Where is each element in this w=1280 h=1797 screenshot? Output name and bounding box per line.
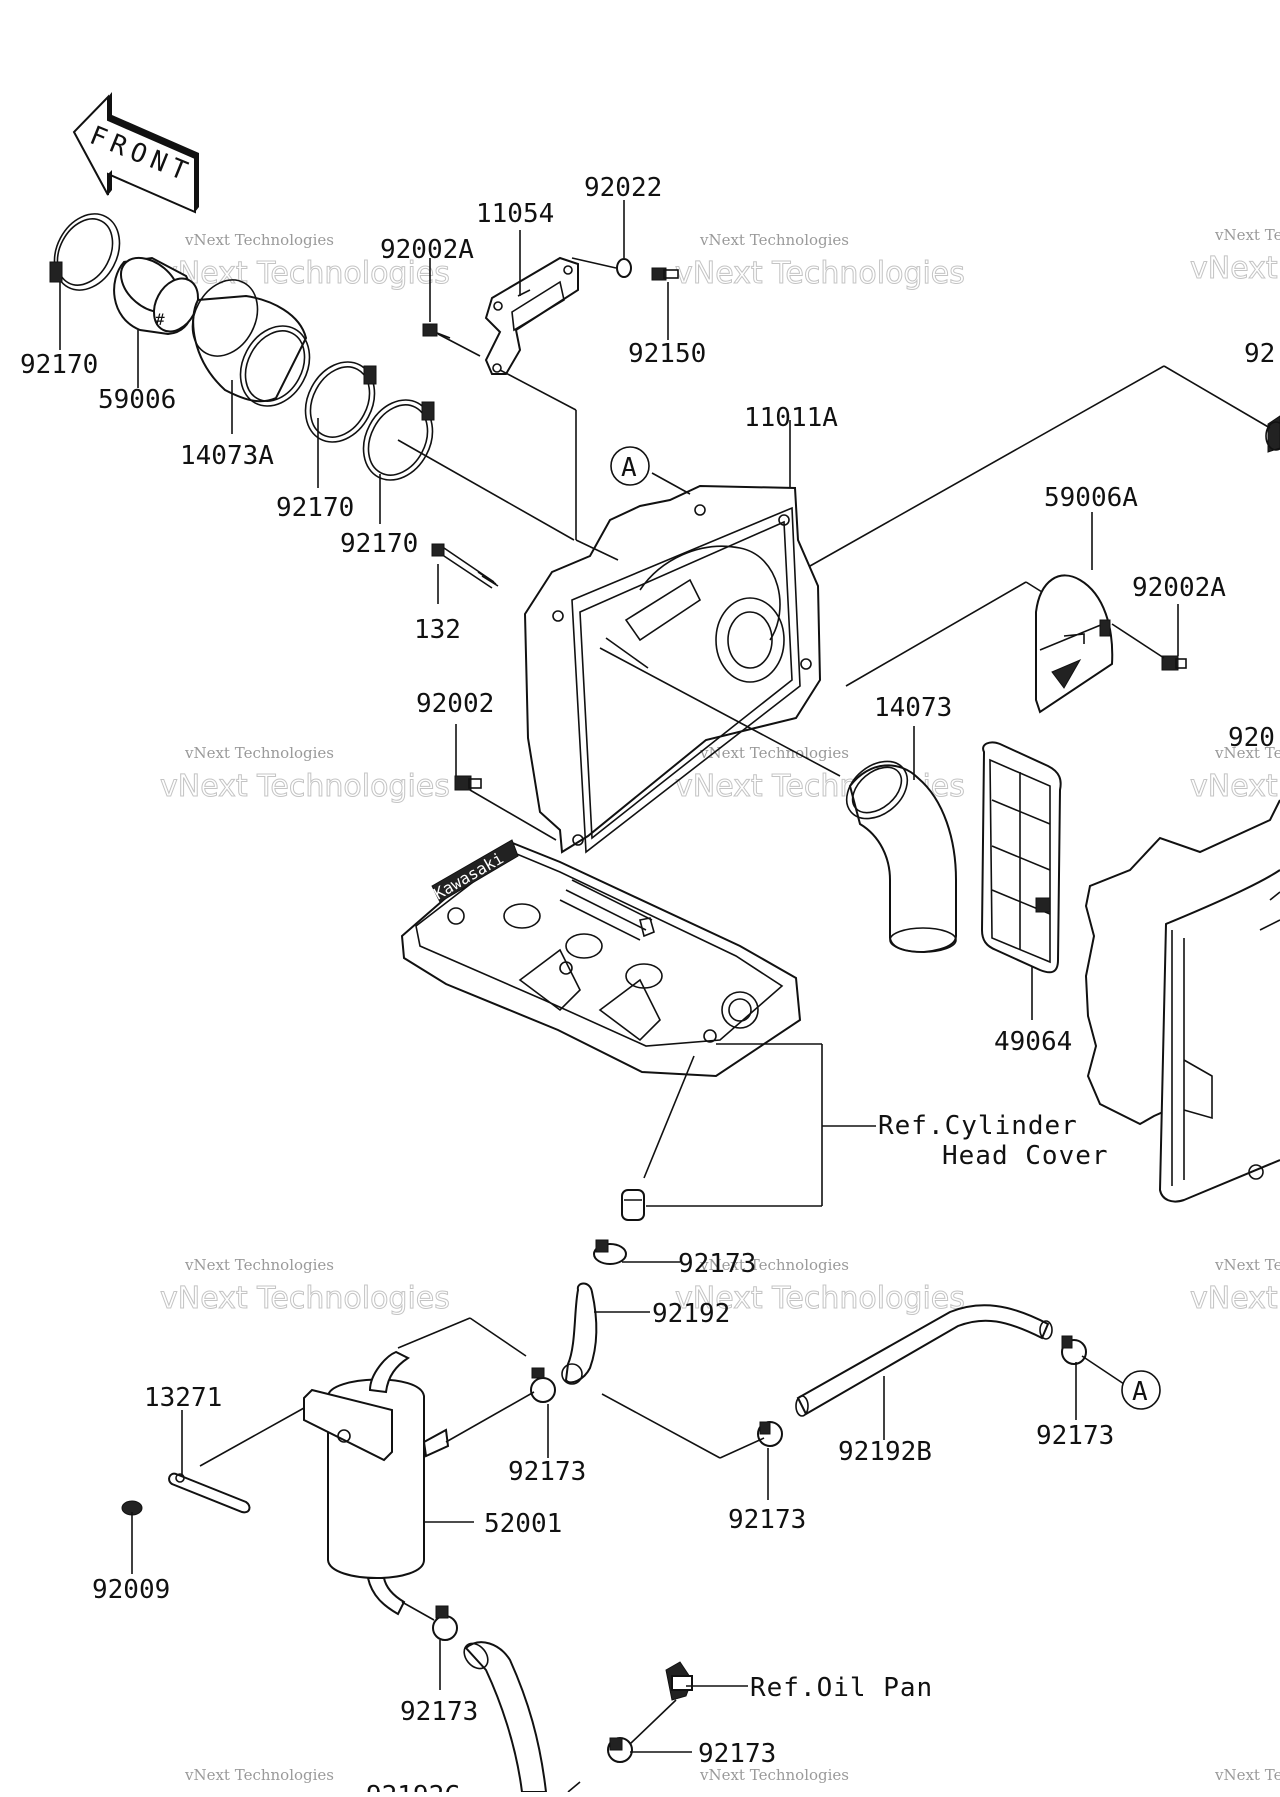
cylinder-head-cover: Kawasaki (400, 839, 802, 1078)
clamp-92170-b (304, 361, 377, 443)
bracket-11054 (484, 256, 579, 375)
part-number-14073A: 14073A (180, 441, 274, 471)
watermark-text: vNext Technologies (1214, 226, 1280, 244)
watermark-text: vNext Technologies (675, 256, 965, 291)
watermark-text: vNext Technologies (184, 1766, 334, 1784)
watermark-text: vNext Technologies (1214, 1256, 1280, 1274)
part-number-92173: 92173 (400, 1697, 478, 1727)
screw-92009 (121, 1500, 143, 1524)
clamp-partial-right (1265, 415, 1280, 453)
ref-cylinder-line2: Head Cover (942, 1141, 1109, 1171)
watermark-text: vNext Technologies (699, 231, 849, 249)
air-cleaner-case-partial (1084, 799, 1280, 1203)
hose-92192B (795, 1304, 1053, 1417)
watermark-text: vNext Technologies (675, 1281, 965, 1316)
hose-fitting (621, 1189, 645, 1221)
hose-92192 (561, 1282, 598, 1385)
hose-lower (463, 1641, 548, 1793)
watermark-text: vNext Technologies (160, 769, 450, 804)
part-number-92173: 92173 (678, 1249, 756, 1279)
watermark-text: vNext Technologies (184, 231, 334, 249)
part-number-92173: 92173 (1036, 1421, 1114, 1451)
part-number-92170: 92170 (20, 350, 98, 380)
part-number-92002A: 92002A (380, 235, 474, 265)
filter-element-59006: # (113, 256, 200, 336)
ref-oil-pan: Ref.Oil Pan (750, 1673, 933, 1703)
part-number-59006A: 59006A (1044, 483, 1138, 513)
washer-92022 (616, 258, 632, 278)
watermark-text: vNext Technologies (160, 256, 450, 291)
bolt-92150 (651, 267, 679, 281)
duct-14073A (191, 279, 311, 407)
clamp-92173-b (530, 1367, 556, 1403)
part-number-92173: 92173 (508, 1457, 586, 1487)
part-number-92173: 92173 (728, 1505, 806, 1535)
reference-labels: Ref.Cylinder Head Cover Ref.Oil Pan (750, 1111, 1109, 1703)
clamp-92173-d (1061, 1335, 1087, 1365)
part-number-92192B: 92192B (838, 1437, 932, 1467)
watermark-text: vNext Technologies (699, 1766, 849, 1784)
part-number-92150: 92150 (628, 339, 706, 369)
leader-lines (59, 200, 1271, 1793)
part-number-13271: 13271 (144, 1383, 222, 1413)
callout-label: A (621, 453, 637, 483)
callout-a-lower: A (1121, 1370, 1161, 1410)
clamp-92173-e (432, 1605, 458, 1641)
part-number-11011A: 11011A (744, 403, 838, 433)
filter-screen-49064 (980, 741, 1062, 974)
housing-11011A (523, 484, 822, 854)
part-number-920-clipped: 920 (1228, 723, 1275, 753)
part-number-92170: 92170 (340, 529, 418, 559)
part-number-52001: 52001 (484, 1509, 562, 1539)
bolt-92002A-b (1161, 655, 1187, 671)
watermark-text: vNext Technologies (1190, 769, 1280, 804)
watermark-text: vNext Technologies (1190, 251, 1280, 286)
part-number-92002A: 92002A (1132, 573, 1226, 603)
ref-cylinder-line1: Ref.Cylinder (878, 1111, 1078, 1141)
part-number-11054: 11054 (476, 199, 554, 229)
watermark-text: vNext Technologies (160, 1281, 450, 1316)
part-number-92192: 92192 (652, 1299, 730, 1329)
clamp-92170-a (49, 213, 121, 291)
part-number-14073: 14073 (874, 693, 952, 723)
front-arrow: FRONT (72, 92, 199, 214)
watermark-text: vNext Technologies (184, 744, 334, 762)
filter-element-59006A (1035, 574, 1114, 714)
watermark-text: vNext Technologies (1214, 744, 1280, 762)
watermark-text: vNext Technologies (699, 744, 849, 762)
part-number-92009: 92009 (92, 1575, 170, 1605)
callout-a-upper: A (610, 446, 650, 486)
clamp-92173-a (593, 1239, 627, 1265)
watermark-text: vNext Technologies (1190, 1281, 1280, 1316)
oil-pan-fitting (665, 1661, 693, 1701)
bolt-132 (431, 543, 499, 589)
part-number-92173: 92173 (698, 1739, 776, 1769)
clamp-92173-c (757, 1421, 783, 1447)
bolt-92002A-a (422, 323, 451, 339)
svg-text:#: # (155, 310, 165, 329)
part-number-92170: 92170 (276, 493, 354, 523)
duct-14073 (845, 760, 957, 954)
part-number-92022: 92022 (584, 173, 662, 203)
watermark-text: vNext Technologies (184, 1256, 334, 1274)
callout-label: A (1132, 1377, 1148, 1407)
part-number-92-clipped: 92 (1244, 339, 1275, 369)
part-number-92192C-clipped: 92192C (366, 1781, 460, 1792)
part-number-132: 132 (414, 615, 461, 645)
stay-13271 (168, 1472, 251, 1514)
separator-52001 (303, 1350, 450, 1616)
clamp-92173-f (607, 1737, 633, 1763)
part-labels: 92170 59006 14073A 92170 92170 11054 920… (20, 173, 1275, 1797)
bolt-92002 (454, 775, 482, 791)
part-number-49064: 49064 (994, 1027, 1072, 1057)
watermark-text: vNext Technologies (699, 1256, 849, 1274)
part-number-59006: 59006 (98, 385, 176, 415)
part-number-92002: 92002 (416, 689, 494, 719)
watermark-text: vNext Technologies (1214, 1766, 1280, 1784)
